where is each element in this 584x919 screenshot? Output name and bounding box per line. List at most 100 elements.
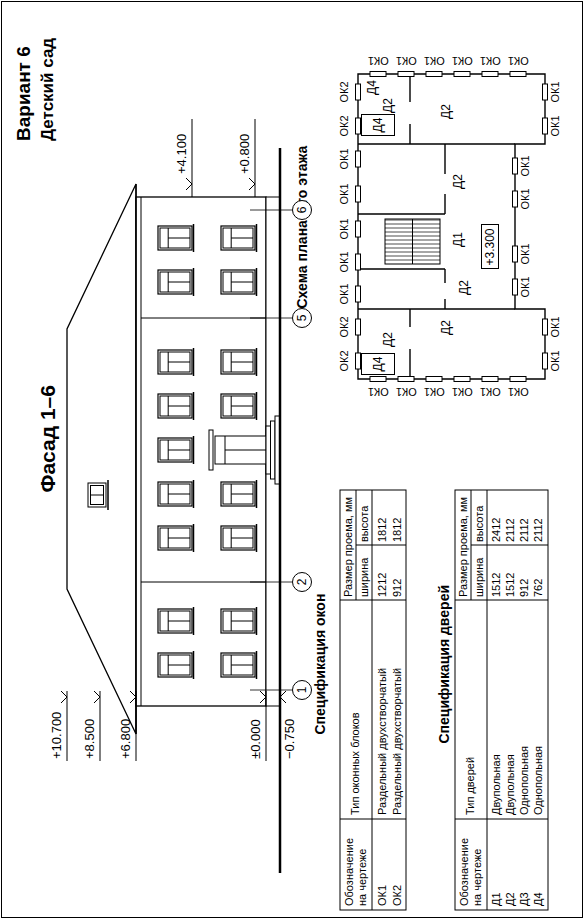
window-mullion — [168, 665, 190, 666]
table-header: ширина — [473, 558, 486, 597]
axis-number: 1 — [295, 687, 309, 694]
window-sill — [256, 651, 258, 679]
window — [158, 482, 192, 506]
door-leaf-line — [225, 450, 266, 451]
sheet-subtitle: Детский сад — [38, 38, 58, 141]
window-frame — [160, 484, 190, 504]
window-mark: ОК1 — [423, 386, 444, 399]
window-mark: ОК1 — [549, 350, 562, 371]
window-sill — [256, 607, 258, 635]
plan-window — [543, 118, 548, 134]
window — [221, 226, 255, 250]
window — [221, 350, 255, 374]
entrance-step — [271, 421, 276, 479]
plan-wall — [358, 213, 445, 214]
door-mark: Д2 — [458, 280, 472, 295]
window-mullion — [231, 362, 253, 363]
window — [221, 609, 255, 633]
level-mark: +0.800 — [238, 134, 253, 174]
table-cell: 1512 — [490, 573, 503, 597]
window-mark: ОК1 — [367, 386, 388, 399]
window-mark: ОК2 — [338, 316, 351, 337]
axis-line — [250, 318, 292, 319]
repeated-strokes — [158, 72, 548, 680]
window-frame — [160, 440, 190, 460]
plan-window — [513, 158, 518, 174]
stair-tread — [385, 224, 440, 225]
window-sill — [256, 524, 258, 552]
room-box: Д4 — [361, 353, 395, 376]
window-mullion — [231, 538, 253, 539]
window-frame — [223, 655, 253, 675]
window-mark: ОК2 — [338, 115, 351, 136]
level-mark: −0.750 — [283, 719, 298, 759]
window-frame — [223, 396, 253, 416]
window — [158, 438, 192, 462]
window — [221, 270, 255, 294]
plan-window — [356, 286, 361, 302]
room-box: Д4 — [361, 114, 395, 137]
table-title: Спецификация окон — [312, 594, 328, 735]
window-mark: ОК1 — [451, 386, 472, 399]
plan-window — [454, 377, 470, 382]
window-frame — [223, 228, 253, 248]
door-mark: Д2 — [382, 332, 396, 347]
window-mark: ОК1 — [549, 115, 562, 136]
window-sill — [256, 348, 258, 376]
plan-window — [356, 221, 361, 237]
window-mark: ОК1 — [479, 386, 500, 399]
window-mark: ОК1 — [338, 251, 351, 272]
table-header: Тип дверей — [464, 757, 477, 815]
staircase — [385, 219, 440, 264]
window-frame — [160, 396, 190, 416]
table-cell: 2412 — [490, 518, 503, 542]
window-mullion — [168, 238, 190, 239]
window-mark: ОК1 — [338, 148, 351, 169]
window — [158, 394, 192, 418]
table-cell: ОК1 — [376, 885, 389, 906]
window-sill — [193, 436, 195, 464]
plan-title: Схема плана 2-го этажа — [294, 146, 310, 309]
stair-tread — [385, 244, 440, 245]
table-cell: ОК2 — [391, 885, 404, 906]
table-header: Обозначение на чертеже — [343, 826, 369, 906]
box-label: Д4 — [371, 118, 385, 133]
window-mark: ОК1 — [519, 188, 532, 209]
window-mark: ОК1 — [479, 55, 500, 68]
window-mullion — [231, 621, 253, 622]
plan-wall — [358, 268, 445, 269]
plan-window — [482, 72, 498, 77]
window — [158, 226, 192, 250]
plan-window — [398, 72, 414, 77]
window — [221, 526, 255, 550]
table-cell: Двупольная — [490, 754, 503, 815]
window — [221, 653, 255, 677]
plan-window — [482, 377, 498, 382]
window-frame — [223, 352, 253, 372]
plan-window — [356, 353, 361, 369]
window-sill — [193, 348, 195, 376]
stair-tread — [385, 260, 440, 261]
axis-lines — [250, 210, 292, 690]
table-cell: Д4 — [532, 892, 545, 906]
level-mark: +4.100 — [175, 134, 190, 174]
table-cell: Однопольная — [532, 746, 545, 815]
plan-window — [398, 377, 414, 382]
door-mark: Д1 — [452, 232, 466, 247]
table-grid — [455, 490, 548, 910]
table-header: высота — [358, 506, 371, 542]
stair-tread — [385, 256, 440, 257]
window-mullion — [168, 494, 190, 495]
window — [158, 653, 192, 677]
axis-marker: 1 — [292, 680, 312, 700]
plan-window — [370, 377, 386, 382]
section-divider — [141, 318, 266, 319]
roof-vent-sill — [107, 480, 109, 510]
level-box: +3.300 — [481, 224, 499, 269]
window — [221, 394, 255, 418]
box-label: Д4 — [371, 357, 385, 372]
table-header: Тип оконных блоков — [349, 712, 362, 815]
table-cell: Двупольная — [504, 754, 517, 815]
window-mullion — [168, 362, 190, 363]
table-cell: Раздельный двухстворчатый — [376, 668, 389, 815]
